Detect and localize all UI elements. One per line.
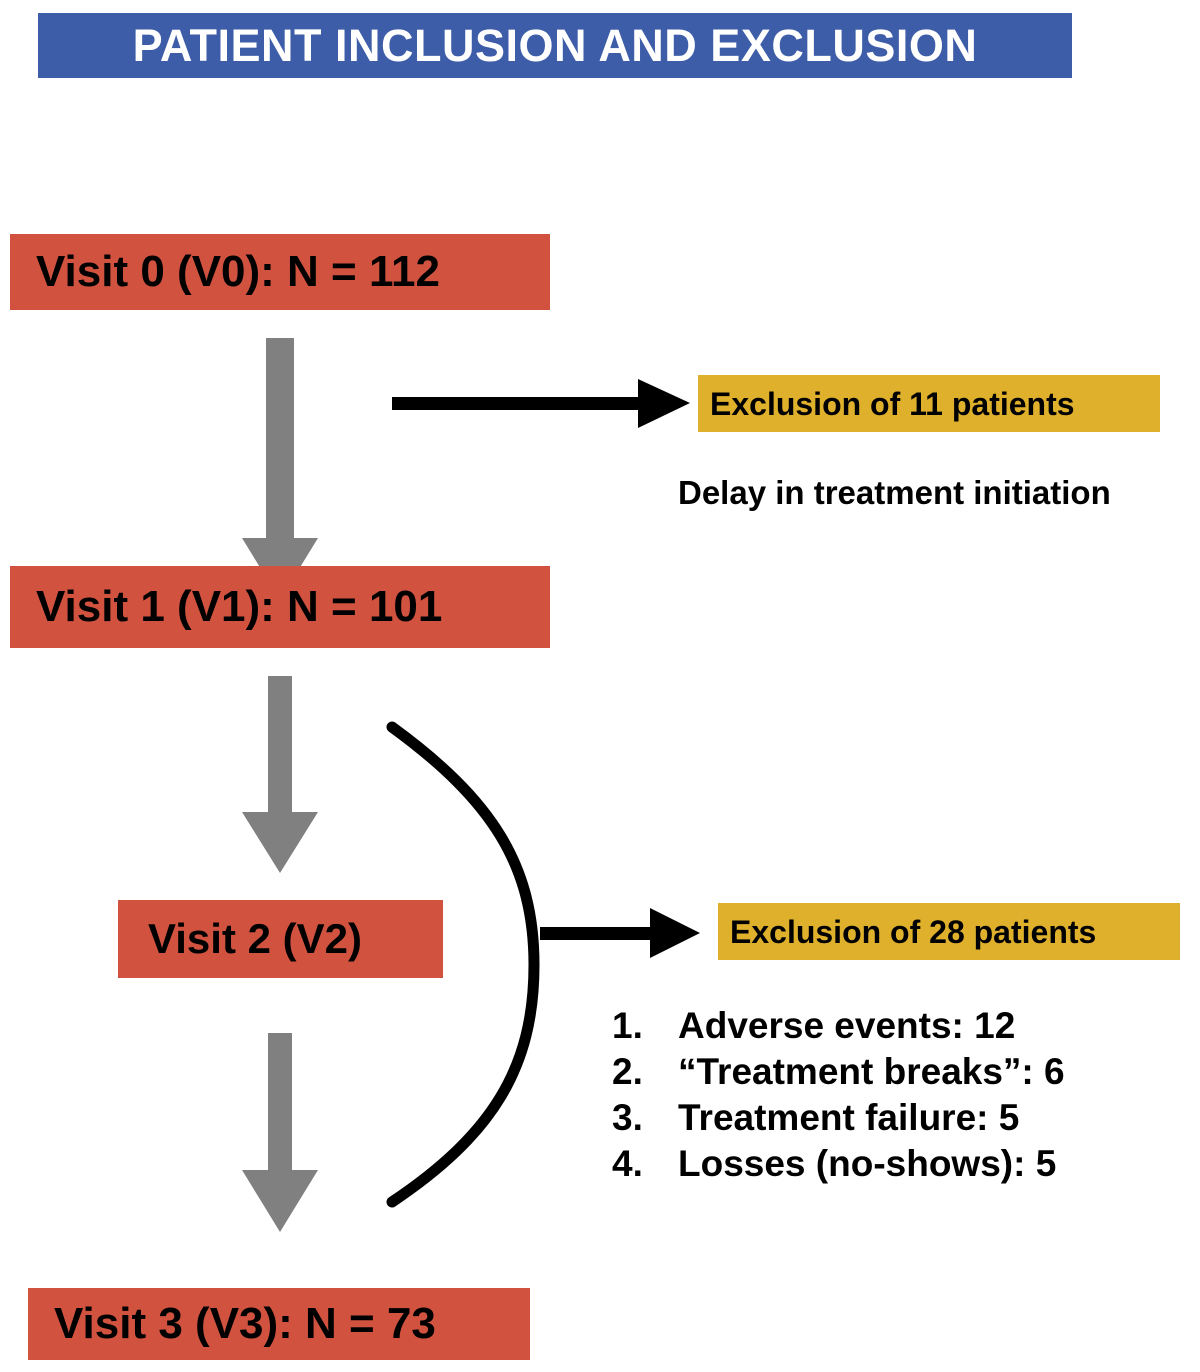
page-title: PATIENT INCLUSION AND EXCLUSION [132,20,978,71]
flow-arrow-v0-to-v1 [242,338,318,600]
reason-text: Treatment failure: 5 [678,1097,1020,1138]
exclusion-1-note: Delay in treatment initiation [678,474,1111,511]
exclusion-arrow-2 [540,908,700,958]
visit-label-v1: Visit 1 (V1): N = 101 [36,582,443,631]
exclusion-box-2[interactable]: Exclusion of 28 patients [718,903,1180,960]
visit-label-v0: Visit 0 (V0): N = 112 [36,247,440,296]
reason-text: “Treatment breaks”: 6 [678,1051,1065,1092]
exclusion-box-1[interactable]: Exclusion of 11 patients [698,375,1160,432]
flow-arrow-v1-to-v2 [242,676,318,873]
visit-box-v0[interactable]: Visit 0 (V0): N = 112 [10,234,550,310]
reason-number: 3. [612,1097,643,1138]
exclusion-label-1: Exclusion of 11 patients [710,385,1075,422]
list-item: 1. Adverse events: 12 [612,1003,1192,1049]
exclusion-2-reason-list: 1. Adverse events: 12 2. “Treatment brea… [612,1003,1192,1187]
list-item: 2. “Treatment breaks”: 6 [612,1049,1192,1095]
reason-text: Losses (no-shows): 5 [678,1143,1057,1184]
flow-arrow-v2-to-v3 [242,1033,318,1232]
reason-number: 1. [612,1005,643,1046]
reason-text: Adverse events: 12 [678,1005,1016,1046]
visit-box-v1[interactable]: Visit 1 (V1): N = 101 [10,566,550,648]
list-item: 4. Losses (no-shows): 5 [612,1141,1192,1187]
reason-number: 4. [612,1143,643,1184]
exclusion-arrow-1 [392,379,690,428]
list-item: 3. Treatment failure: 5 [612,1095,1192,1141]
visit-label-v3: Visit 3 (V3): N = 73 [54,1299,436,1348]
exclusion-label-2: Exclusion of 28 patients [730,913,1097,950]
visit-box-v3[interactable]: Visit 3 (V3): N = 73 [28,1288,530,1360]
reason-number: 2. [612,1051,643,1092]
visit-label-v2: Visit 2 (V2) [148,915,362,962]
visit-box-v2[interactable]: Visit 2 (V2) [118,900,443,978]
page-title-banner: PATIENT INCLUSION AND EXCLUSION [38,13,1072,78]
